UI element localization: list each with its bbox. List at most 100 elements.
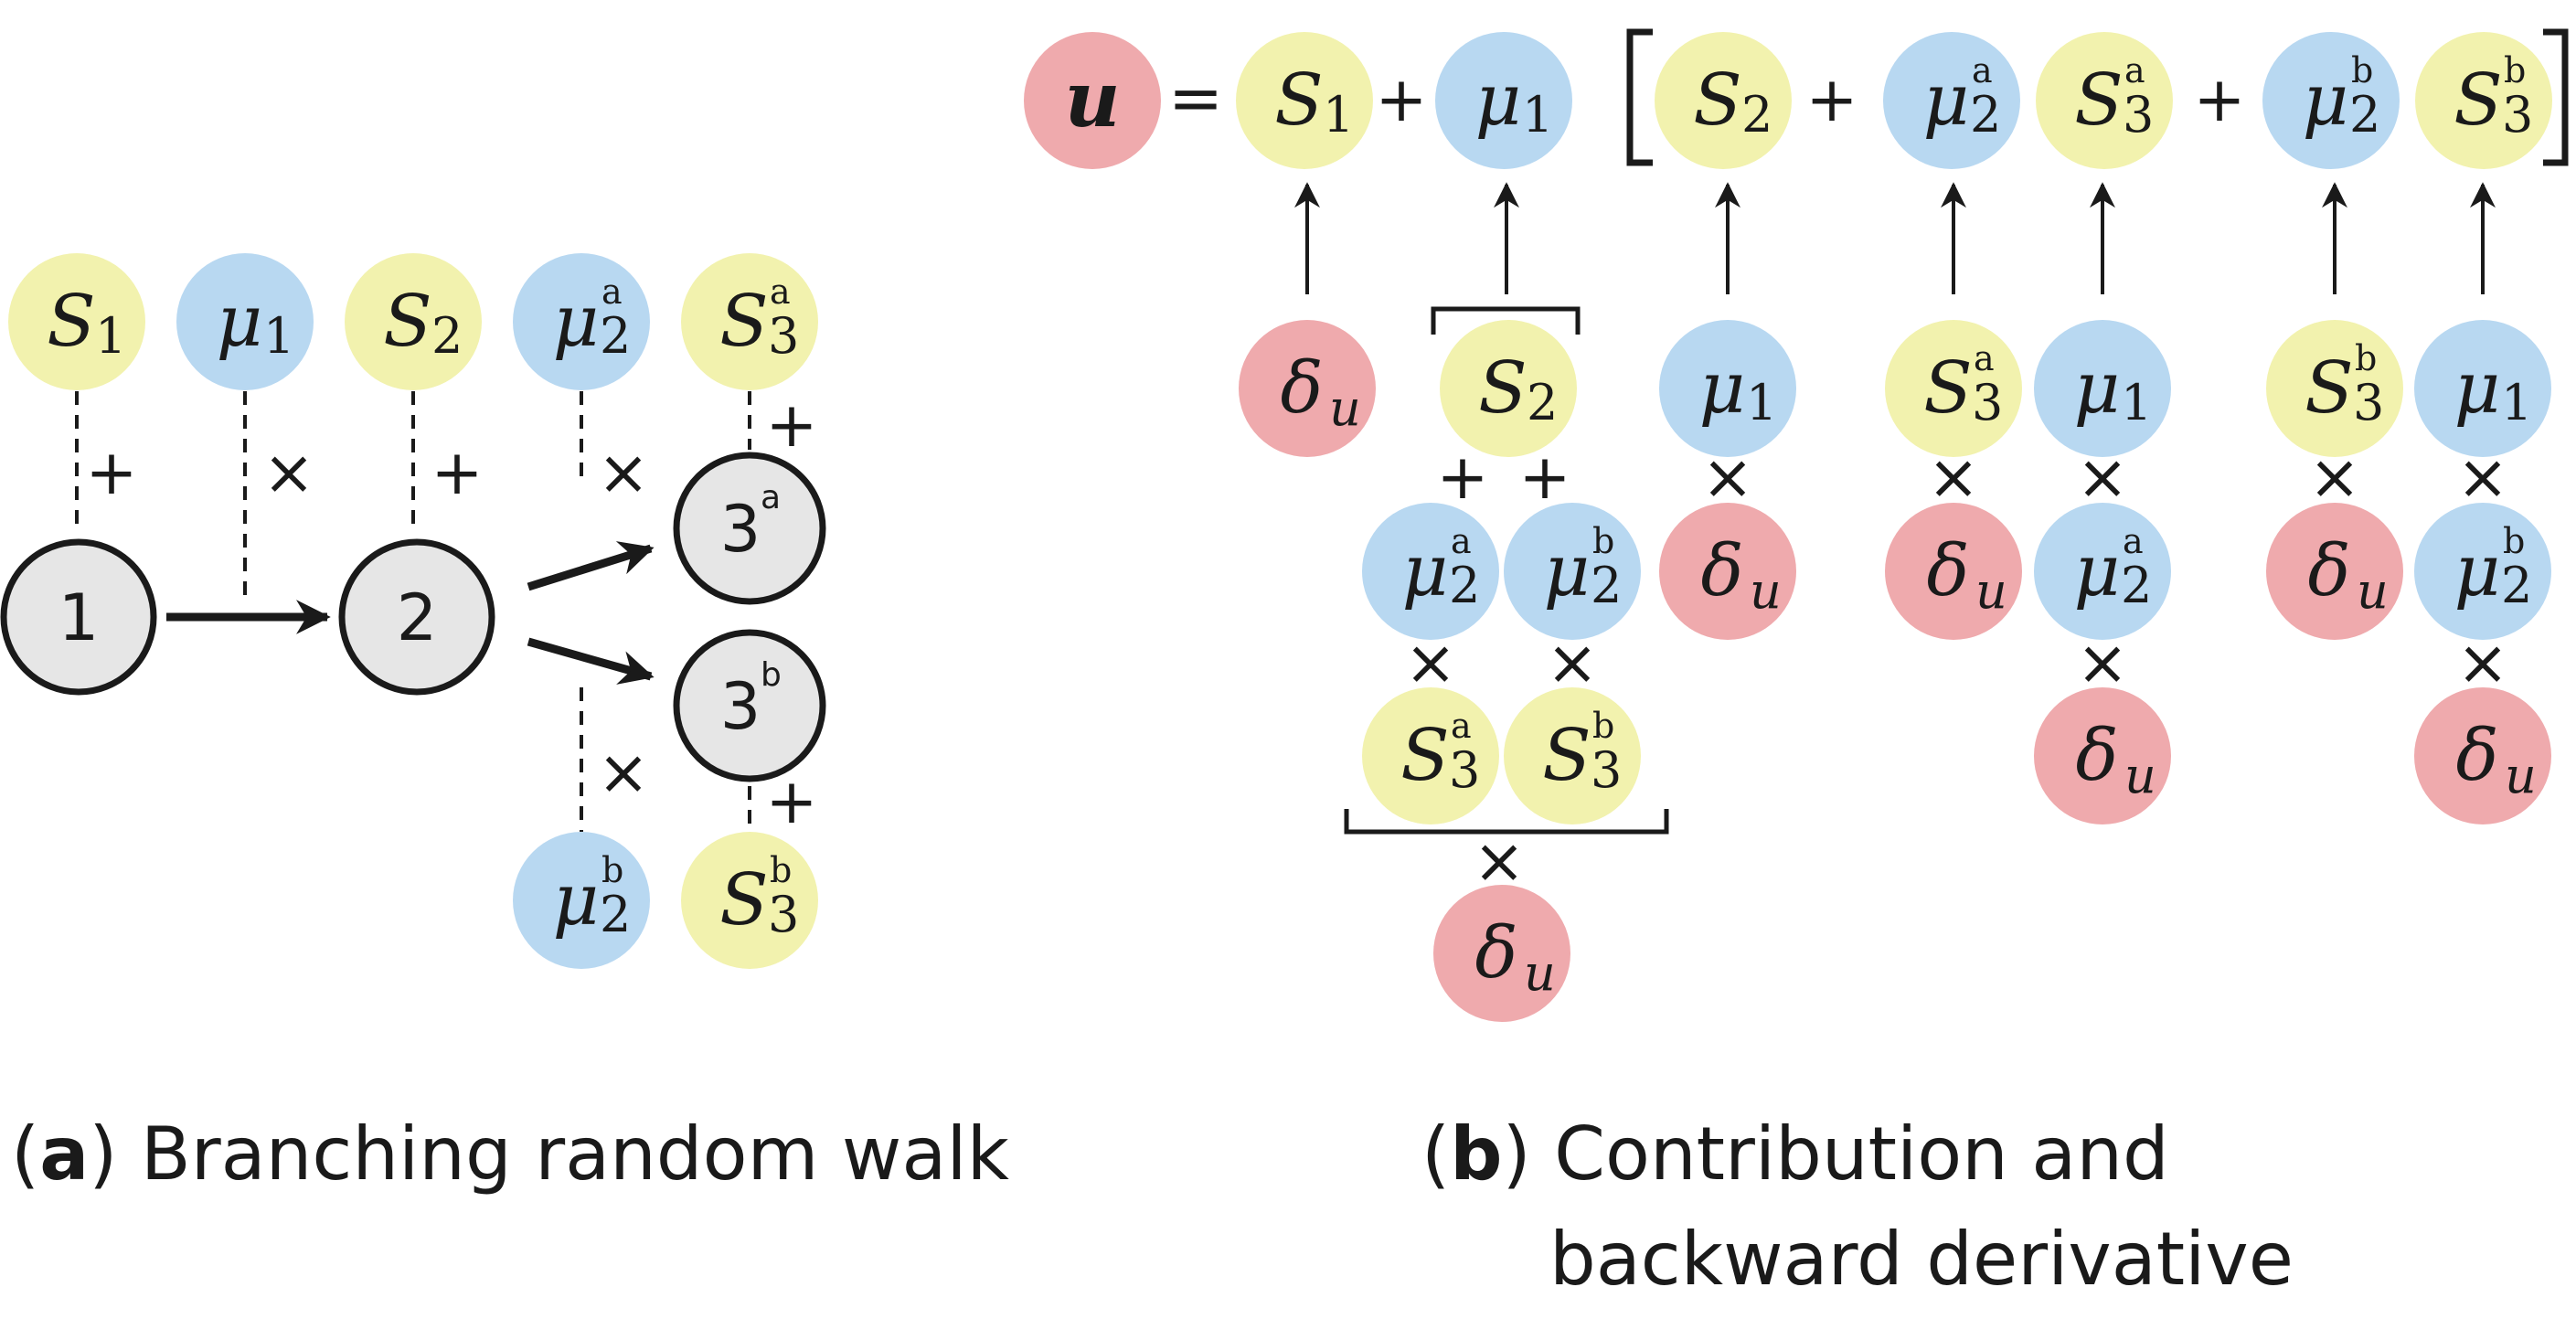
walk-s2-label: S — [383, 281, 431, 363]
eq-plus-3: + — [2194, 64, 2246, 136]
col3-mu1-label-sub: 1 — [1746, 374, 1777, 431]
col7-delta-label-sub: u — [2505, 747, 2537, 804]
col2-times-delta: × — [1474, 825, 1526, 898]
eq-mu2a — [1883, 32, 2020, 169]
eq-plus-1: + — [1376, 64, 1428, 136]
walk-s3b-label-sup: b — [770, 850, 792, 890]
col3-times: × — [1702, 441, 1754, 514]
col4-delta — [1885, 503, 2022, 640]
col2-s3a-label-sub: 3 — [1449, 741, 1480, 799]
walk-mu2b — [513, 832, 650, 969]
col2-mu2b-label-sub: 2 — [1591, 557, 1622, 614]
eq-equals: = — [1168, 59, 1223, 136]
col3-delta — [1659, 503, 1796, 640]
eq-u — [1024, 32, 1161, 169]
col7-mu2b — [2414, 503, 2551, 640]
col2-s3a-label: S — [1400, 715, 1449, 797]
walk-plus-s3b: + — [766, 766, 818, 838]
col2-mu2b-label: μ — [1544, 530, 1591, 612]
eq-u-label: u — [1064, 54, 1120, 144]
col2-delta-label: δ — [1475, 912, 1518, 995]
col7-mu1-label-sub: 1 — [2501, 374, 2532, 431]
col7-mu2b-label-sub: 2 — [2501, 557, 2532, 614]
col2-s2 — [1440, 320, 1577, 457]
col5-times-1: × — [2077, 441, 2129, 514]
walk-node-1-label: 1 — [59, 580, 100, 655]
col7-mu1-label: μ — [2454, 347, 2501, 430]
col2-mu2a — [1362, 503, 1499, 640]
col2-s3a-label-sup: a — [1451, 706, 1472, 746]
col2-s2-label: S — [1478, 347, 1527, 430]
col2-plus-b: + — [1519, 441, 1571, 514]
walk-node-2-label: 2 — [397, 580, 438, 655]
col2-bracket-top — [1431, 306, 1581, 335]
walk-node-3b-label: 3 — [720, 669, 761, 744]
node-layer — [0, 32, 2552, 1022]
col5-mu2a — [2034, 503, 2171, 640]
col2-s3b — [1504, 687, 1641, 824]
col2-mu2b — [1504, 503, 1641, 640]
walk-s3a-label-sub: 3 — [768, 307, 799, 365]
walk-mu2a-label-sup: a — [601, 271, 623, 312]
walk-times-mu2a: × — [598, 437, 650, 509]
col2-mu2a-label-sub: 2 — [1449, 557, 1480, 614]
col7-delta — [2414, 687, 2551, 824]
col2-s3b-label-sup: b — [1592, 706, 1614, 746]
col6-s3b — [2266, 320, 2403, 457]
col3-mu1 — [1659, 320, 1796, 457]
col2-mu2a-label-sup: a — [1451, 521, 1472, 561]
eq-s1-label: S — [1274, 59, 1323, 142]
col5-mu1 — [2034, 320, 2171, 457]
walk-s3b — [681, 832, 818, 969]
col6-s3b-label-sup: b — [2355, 338, 2377, 378]
walk-s3b-label: S — [719, 859, 768, 941]
col1-delta — [1239, 320, 1376, 457]
eq-mu2b — [2262, 32, 2400, 169]
col5-mu1-label-sub: 1 — [2121, 374, 2152, 431]
walk-node-1 — [0, 538, 157, 696]
eq-s3b-label-sup: b — [2504, 50, 2526, 90]
col4-times: × — [1928, 441, 1980, 514]
eq-s3b-label: S — [2454, 59, 2502, 142]
col5-delta — [2034, 687, 2171, 824]
walk-s3a-label-sup: a — [770, 271, 791, 312]
walk-mu2a — [513, 253, 650, 390]
col2-s3b-label: S — [1542, 715, 1591, 797]
col5-mu2a-label-sup: a — [2123, 521, 2144, 561]
walk-plus-s1: + — [86, 437, 138, 509]
col5-delta-label-sub: u — [2124, 747, 2156, 804]
col2-times-a: × — [1405, 627, 1457, 699]
col7-times-2: × — [2457, 627, 2509, 699]
walk-plus-s2: + — [431, 437, 484, 509]
walk-mu2b-label-sup: b — [601, 850, 623, 890]
col7-mu2b-label: μ — [2454, 530, 2501, 612]
col6-delta — [2266, 503, 2403, 640]
eq-s3a-label: S — [2074, 59, 2123, 142]
eq-mu1 — [1435, 32, 1572, 169]
col7-mu2b-label-sup: b — [2503, 521, 2525, 561]
walk-mu1-label: μ — [217, 281, 263, 363]
col2-plus-a: + — [1437, 441, 1489, 514]
col4-s3a-label-sub: 3 — [1972, 374, 2003, 431]
col4-s3a-label: S — [1923, 347, 1972, 430]
eq-s2-label-sub: 2 — [1741, 86, 1772, 144]
eq-s1 — [1236, 32, 1373, 169]
col2-times-b: × — [1547, 627, 1599, 699]
arrow-2-3a — [527, 541, 655, 591]
col1-delta-label-sub: u — [1329, 379, 1361, 437]
col5-delta-label: δ — [2076, 715, 2119, 797]
eq-s3a-label-sup: a — [2124, 50, 2145, 90]
col4-s3a-label-sup: a — [1974, 338, 1995, 378]
eq-s3b-label-sub: 3 — [2502, 86, 2533, 144]
walk-mu2b-label-sub: 2 — [600, 886, 631, 943]
eq-s2 — [1655, 32, 1792, 169]
col5-mu1-label: μ — [2074, 347, 2121, 430]
walk-s1 — [8, 253, 145, 390]
eq-s1-label-sub: 1 — [1323, 86, 1354, 144]
edge-layer — [75, 28, 2569, 835]
walk-node-2 — [338, 538, 495, 696]
col2-s3b-label-sub: 3 — [1591, 741, 1622, 799]
caption-b-line1: (b) Contribution and — [1421, 1112, 2169, 1197]
eq-plus-2: + — [1806, 64, 1858, 136]
